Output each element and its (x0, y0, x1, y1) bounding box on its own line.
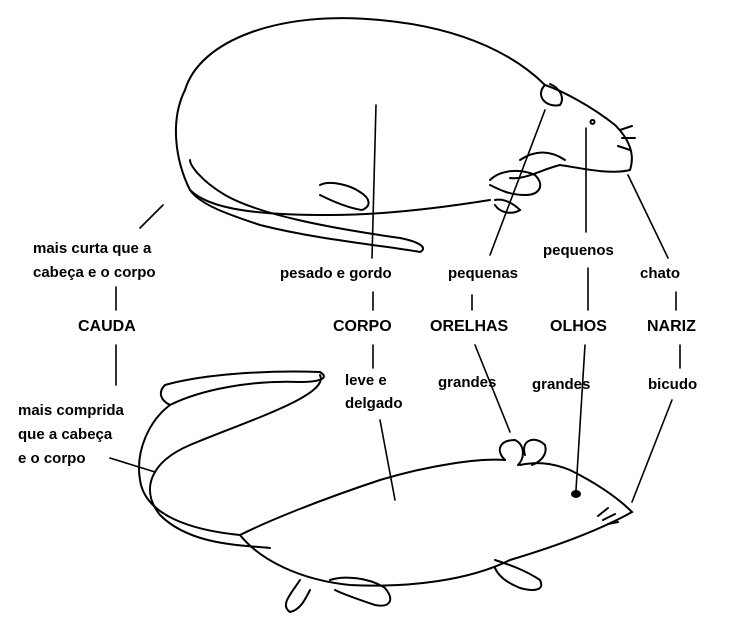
nariz-bottom-label: bicudo (648, 376, 698, 393)
nariz-top-label: chato (640, 265, 681, 282)
cauda-bottom-label-1: mais comprida (18, 402, 124, 419)
cauda-top-label-2: cabeça e o corpo (33, 264, 156, 281)
corpo-top-label: pesado e gordo (280, 265, 392, 282)
connector-lines (109, 104, 681, 503)
rat-illustration (175, 17, 636, 254)
cauda-title: CAUDA (78, 318, 136, 335)
corpo-title: CORPO (333, 318, 392, 335)
cauda-top-label-1: mais curta que a (33, 240, 152, 257)
orelhas-top-label: pequenas (448, 265, 519, 282)
corpo-bottom-label-1: leve e (345, 372, 387, 389)
olhos-bottom-label: grandes (532, 376, 591, 393)
cauda-bottom-label-2: que a cabeça (18, 426, 113, 443)
orelhas-title: ORELHAS (430, 318, 509, 335)
nariz-title: NARIZ (647, 318, 696, 335)
orelhas-bottom-label: grandes (438, 374, 497, 391)
corpo-bottom-label-2: delgado (345, 395, 403, 412)
cauda-bottom-label-3: e o corpo (18, 450, 86, 467)
olhos-title: OLHOS (550, 318, 607, 335)
mouse-illustration (138, 370, 634, 614)
olhos-top-label: pequenos (543, 242, 614, 259)
